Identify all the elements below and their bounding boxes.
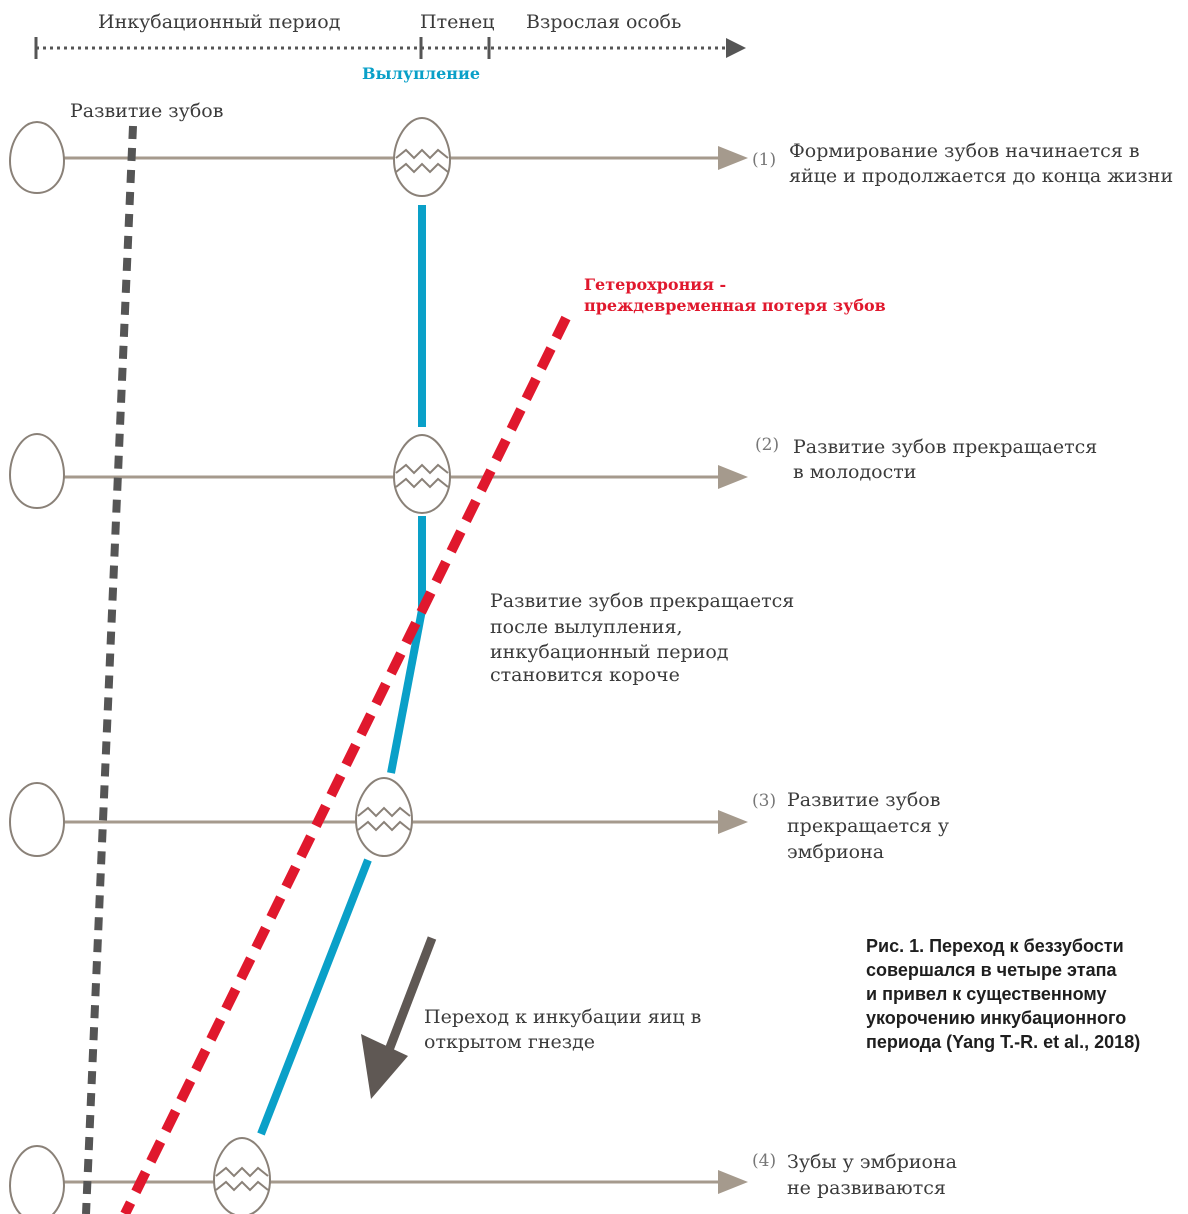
stage-1-arrow-head: [718, 146, 748, 170]
caption-line-4: укорочению инкубационного: [866, 1008, 1126, 1028]
timeline-chick-label: Птенец: [420, 11, 494, 33]
stage-3-text-line-1: Развитие зубов: [787, 789, 940, 811]
stage-1-text-line-2: яйце и продолжается до конца жизни: [789, 165, 1173, 187]
stage-3-text-line-3: эмбриона: [787, 841, 884, 863]
stage-2-arrow-head: [718, 465, 748, 489]
stage-4-text-line-2: не развиваются: [787, 1177, 946, 1199]
blue-segment: [257, 858, 372, 1136]
caption-line-3: и привел к существенному: [866, 984, 1107, 1004]
cracked-egg-icon: [212, 1136, 272, 1214]
blue-segment: [387, 609, 426, 774]
stage-4-row: [64, 1170, 748, 1194]
caption-line-2: совершался в четыре этапа: [866, 960, 1117, 980]
heterochrony-label-line-2: преждевременная потеря зубов: [584, 296, 886, 315]
caption-line-1: Рис. 1. Переход к беззубости: [866, 936, 1124, 956]
middle-note-line-1: Развитие зубов прекращается: [490, 590, 794, 612]
cracked-egg-icon: [392, 116, 452, 198]
transition-arrow-icon: [361, 936, 437, 1099]
stage-2-text-line-1: Развитие зубов прекращается: [793, 436, 1097, 458]
heterochrony-red-dashed-line: [120, 315, 571, 1214]
egg-icon: [8, 781, 66, 858]
middle-note-line-2: после вылупления,: [490, 616, 683, 638]
timeline: Инкубационный период Птенец Взрослая осо…: [34, 11, 746, 83]
timeline-adult-label: Взрослая особь: [526, 11, 681, 33]
middle-note-line-4: становится короче: [490, 664, 680, 686]
figure-caption: Рис. 1. Переход к беззубости совершался …: [866, 936, 1140, 1052]
transition-note-line-1: Переход к инкубации яиц в: [424, 1006, 701, 1028]
stage-4-text-line-1: Зубы у эмбриона: [787, 1151, 957, 1173]
tooth-development-dashed-line: [82, 125, 137, 1214]
hatching-blue-line: [257, 205, 426, 1136]
cracked-egg-icon: [354, 776, 414, 858]
timeline-incubation-label: Инкубационный период: [98, 11, 340, 33]
stage-2-number: (2): [755, 435, 779, 455]
stage-4-number: (4): [752, 1151, 776, 1171]
stage-1-number: (1): [752, 150, 776, 170]
stage-3-arrow-head: [718, 810, 748, 834]
egg-icon: [8, 432, 66, 510]
stage-2-label: (2) Развитие зубов прекращается в молодо…: [755, 435, 1097, 483]
tooth-development-label: Развитие зубов: [70, 100, 223, 122]
stage-3-text-line-2: прекращается у: [787, 815, 949, 837]
transition-note-line-2: открытом гнезде: [424, 1031, 595, 1053]
egg-icon: [8, 1144, 66, 1214]
stage-1-text-line-1: Формирование зубов начинается в: [789, 140, 1140, 162]
stage-2-text-line-2: в молодости: [793, 461, 916, 483]
middle-note: Развитие зубов прекращается после вылупл…: [490, 590, 794, 686]
cracked-egg-icon: [392, 433, 452, 515]
egg-icon: [8, 120, 66, 195]
stage-4-arrow-head: [718, 1170, 748, 1194]
stage-3-number: (3): [752, 791, 776, 811]
stage-1-row: [64, 146, 748, 170]
stage-3-label: (3) Развитие зубов прекращается у эмбрио…: [752, 789, 949, 863]
stage-4-label: (4) Зубы у эмбриона не развиваются: [752, 1151, 957, 1199]
stage-1-label: (1) Формирование зубов начинается в яйце…: [752, 140, 1173, 187]
middle-note-line-3: инкубационный период: [490, 641, 729, 663]
caption-line-5: периода (Yang T.-R. et al., 2018): [866, 1032, 1140, 1052]
timeline-arrow-head: [726, 38, 746, 58]
hatching-label: Вылупление: [362, 64, 480, 83]
heterochrony-label-line-1: Гетерохрония -: [584, 275, 726, 294]
